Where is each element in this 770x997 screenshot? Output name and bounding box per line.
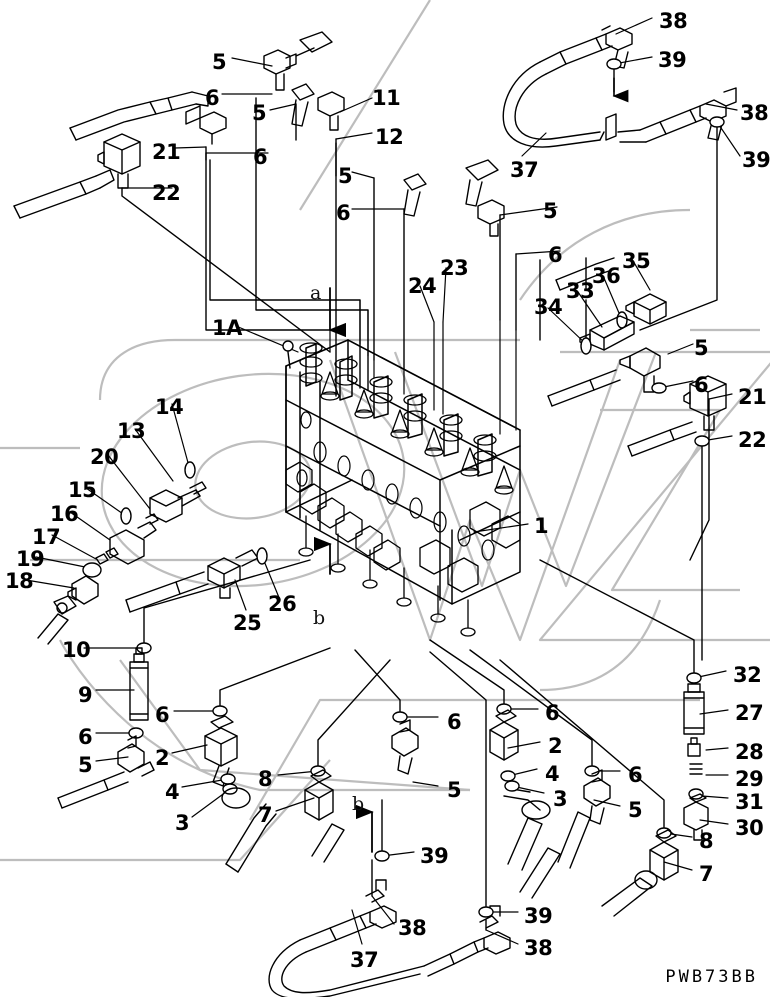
callout-7: 7	[258, 803, 273, 827]
callout-24: 24	[408, 274, 437, 298]
callout-20: 20	[90, 445, 119, 469]
callout-6: 6	[694, 373, 709, 397]
callout-22: 22	[152, 181, 181, 205]
callout-33: 33	[566, 279, 595, 303]
callout-27: 27	[735, 701, 764, 725]
callout-6: 6	[545, 701, 560, 725]
callout-11: 11	[372, 86, 401, 110]
callout-5: 5	[628, 798, 643, 822]
callout-3: 3	[553, 787, 568, 811]
callout-13: 13	[117, 419, 146, 443]
callout-15: 15	[68, 478, 97, 502]
callout-21: 21	[738, 385, 767, 409]
callout-2: 2	[548, 734, 563, 758]
callout-32: 32	[733, 663, 762, 687]
callout-38: 38	[398, 916, 427, 940]
callout-3: 3	[175, 811, 190, 835]
callout-34: 34	[534, 295, 563, 319]
callout-5: 5	[212, 50, 227, 74]
callout-39: 39	[742, 148, 770, 172]
callout-4: 4	[165, 780, 180, 804]
callout-29: 29	[735, 767, 764, 791]
callout-6: 6	[548, 243, 563, 267]
callout-17: 17	[32, 525, 61, 549]
callout-21: 21	[152, 140, 181, 164]
callout-7: 7	[699, 862, 714, 886]
callout-4: 4	[545, 762, 560, 786]
callout-30: 30	[735, 816, 764, 840]
callout-25: 25	[233, 611, 262, 635]
callout-8: 8	[699, 829, 714, 853]
callout-12: 12	[375, 125, 404, 149]
callout-26: 26	[268, 592, 297, 616]
section-mark-b-bottom: b	[352, 793, 365, 815]
callout-6: 6	[447, 710, 462, 734]
callout-6: 6	[155, 703, 170, 727]
callout-38: 38	[659, 9, 688, 33]
callout-2: 2	[155, 746, 170, 770]
callout-1: 1	[534, 514, 549, 538]
callout-9: 9	[78, 683, 93, 707]
callout-22: 22	[738, 428, 767, 452]
callout-36: 36	[592, 264, 621, 288]
callout-38: 38	[524, 936, 553, 960]
callout-6: 6	[253, 145, 268, 169]
callout-5: 5	[543, 199, 558, 223]
callout-5: 5	[338, 164, 353, 188]
callout-38: 38	[740, 101, 769, 125]
callout-37: 37	[510, 158, 539, 182]
section-mark-a-top: a	[310, 282, 322, 304]
callout-23: 23	[440, 256, 469, 280]
callout-14: 14	[155, 395, 184, 419]
callout-5: 5	[694, 336, 709, 360]
callout-18: 18	[5, 569, 34, 593]
callout-6: 6	[628, 763, 643, 787]
callout-10: 10	[62, 638, 91, 662]
callout-39: 39	[420, 844, 449, 868]
callout-8: 8	[258, 767, 273, 791]
callout-16: 16	[50, 502, 79, 526]
callout-31: 31	[735, 790, 764, 814]
callout-1A: 1A	[212, 316, 242, 340]
callout-37: 37	[350, 948, 379, 972]
callout-5: 5	[252, 101, 267, 125]
callout-39: 39	[524, 904, 553, 928]
drawing-number: PWB73BB	[665, 967, 758, 987]
callout-5: 5	[447, 778, 462, 802]
section-mark-b-middle: b	[313, 607, 326, 629]
callout-6: 6	[205, 86, 220, 110]
callout-6: 6	[78, 725, 93, 749]
callout-39: 39	[658, 48, 687, 72]
callout-19: 19	[16, 547, 45, 571]
callout-6: 6	[336, 201, 351, 225]
callout-28: 28	[735, 740, 764, 764]
callout-5: 5	[78, 753, 93, 777]
callout-35: 35	[622, 249, 651, 273]
